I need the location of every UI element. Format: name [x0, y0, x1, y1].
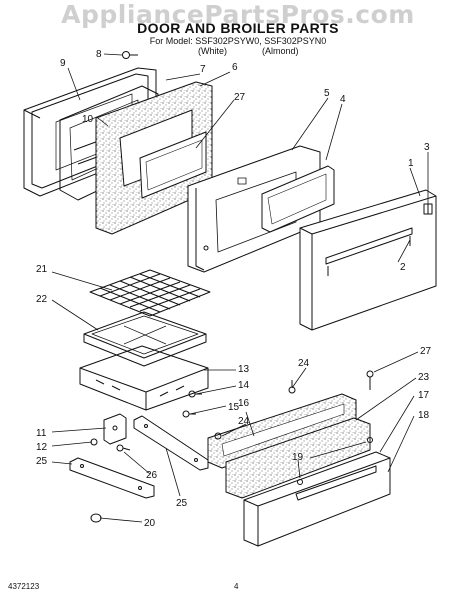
screw-24a	[288, 380, 296, 394]
screw-19a	[297, 479, 303, 485]
callout-9: 9	[60, 58, 66, 69]
callout-24-upper: 24	[298, 358, 310, 369]
callout-24-lower: 24	[238, 416, 250, 427]
drawer-rail-upper	[133, 415, 209, 471]
bracket-11	[103, 413, 127, 445]
screw-24b	[214, 432, 222, 440]
outer-door	[299, 189, 437, 331]
drawer-inner-panel	[225, 417, 371, 499]
screw-8	[122, 51, 138, 59]
variant-almond: (Almond)	[262, 46, 299, 56]
callout-4: 4	[340, 94, 346, 105]
model-subtitle: For Model: SSF302PSYW0, SSF302PSYN0	[149, 36, 327, 46]
screw-15	[182, 410, 196, 418]
drawer-front	[243, 451, 391, 547]
callout-25-left: 25	[36, 456, 48, 467]
broiler-drawer	[79, 345, 209, 411]
callout-3: 3	[424, 142, 430, 153]
callout-2: 2	[400, 262, 406, 273]
callout-22: 22	[36, 294, 48, 305]
broiler-pan	[83, 311, 207, 367]
callout-16: 16	[238, 398, 250, 409]
callout-13: 13	[238, 364, 250, 375]
callout-8: 8	[96, 49, 102, 60]
drawer-rail-lower	[69, 457, 155, 499]
page-number: 4	[234, 582, 239, 591]
callout-15: 15	[228, 402, 240, 413]
variant-white: (White)	[198, 46, 227, 56]
callout-27-lower: 27	[420, 346, 432, 357]
callout-5: 5	[324, 88, 330, 99]
screw-27	[366, 370, 374, 390]
callout-25-right: 25	[176, 498, 188, 509]
screw-26	[116, 444, 131, 452]
window-glass-upper	[139, 131, 207, 199]
callout-26: 26	[146, 470, 158, 481]
callout-7: 7	[200, 64, 206, 75]
callout-19: 19	[292, 452, 304, 463]
broiler-grid	[89, 269, 211, 317]
callout-1: 1	[408, 158, 414, 169]
callout-11: 11	[36, 428, 47, 439]
screw-19b	[367, 437, 373, 443]
callout-20: 20	[144, 518, 156, 529]
callout-14: 14	[238, 380, 250, 391]
callout-6: 6	[232, 62, 238, 73]
callout-23: 23	[418, 372, 430, 383]
document-code: 4372123	[8, 582, 40, 591]
glide-20	[90, 513, 102, 523]
callout-12: 12	[36, 442, 48, 453]
callout-21: 21	[36, 264, 48, 275]
diagram-title: DOOR AND BROILER PARTS	[137, 20, 339, 36]
glass-pane	[261, 165, 335, 233]
watermark: AppliancePartsPros.com	[61, 0, 415, 29]
callout-labels: 1 2 3 4 5 6 7 8 9 10 11 12 13 14 15 16 1…	[36, 49, 432, 529]
callout-10: 10	[82, 114, 94, 125]
callout-17: 17	[418, 390, 430, 401]
callout-27-upper: 27	[234, 92, 246, 103]
drawer-insulation	[207, 393, 357, 469]
leader-lines	[51, 53, 429, 523]
callout-18: 18	[418, 410, 430, 421]
